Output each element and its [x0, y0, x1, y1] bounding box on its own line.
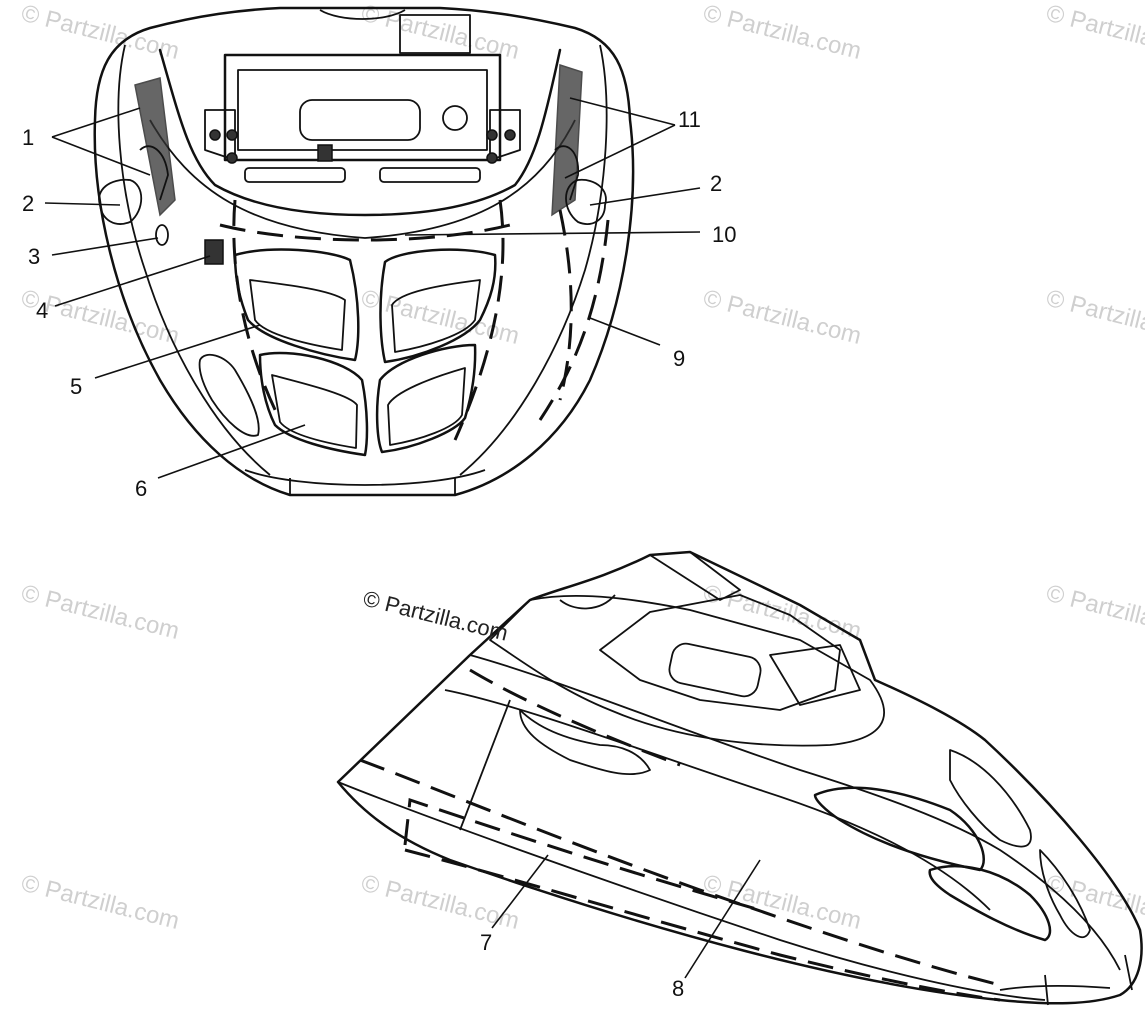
callout-9: 9 [673, 346, 685, 371]
watermark-text: © Partzilla.com [1044, 580, 1145, 645]
callout-5: 5 [70, 374, 82, 399]
callout-7: 7 [480, 930, 492, 955]
watermark-text: © Partzilla.com [1044, 870, 1145, 935]
callout-labels: 1 2 3 4 5 6 11 2 10 9 7 8 [22, 107, 736, 1001]
watermark-text: © Partzilla.com [359, 870, 522, 935]
callout-2-right: 2 [710, 171, 722, 196]
callout-6: 6 [135, 476, 147, 501]
callout-2-left: 2 [22, 191, 34, 216]
watermark-text: © Partzilla.com [19, 580, 182, 645]
hood-front-view [93, 6, 635, 497]
watermark-text: © Partzilla.com [701, 870, 864, 935]
callout-4: 4 [36, 298, 48, 323]
watermark-text: © Partzilla.com [19, 0, 182, 65]
center-watermark: © Partzilla.com [361, 586, 511, 646]
callout-8: 8 [672, 976, 684, 1001]
watermark-text: © Partzilla.com [1044, 0, 1145, 65]
watermark-text: © Partzilla.com [701, 0, 864, 65]
hood-side-view [336, 550, 1143, 1006]
callout-3: 3 [28, 244, 40, 269]
callout-1: 1 [22, 125, 34, 150]
callout-11: 11 [678, 107, 701, 132]
watermark-text: © Partzilla.com [19, 870, 182, 935]
watermark-text: © Partzilla.com [701, 285, 864, 350]
watermark-text: © Partzilla.com [1044, 285, 1145, 350]
callout-10: 10 [712, 222, 736, 247]
leader-lines [44, 97, 761, 979]
